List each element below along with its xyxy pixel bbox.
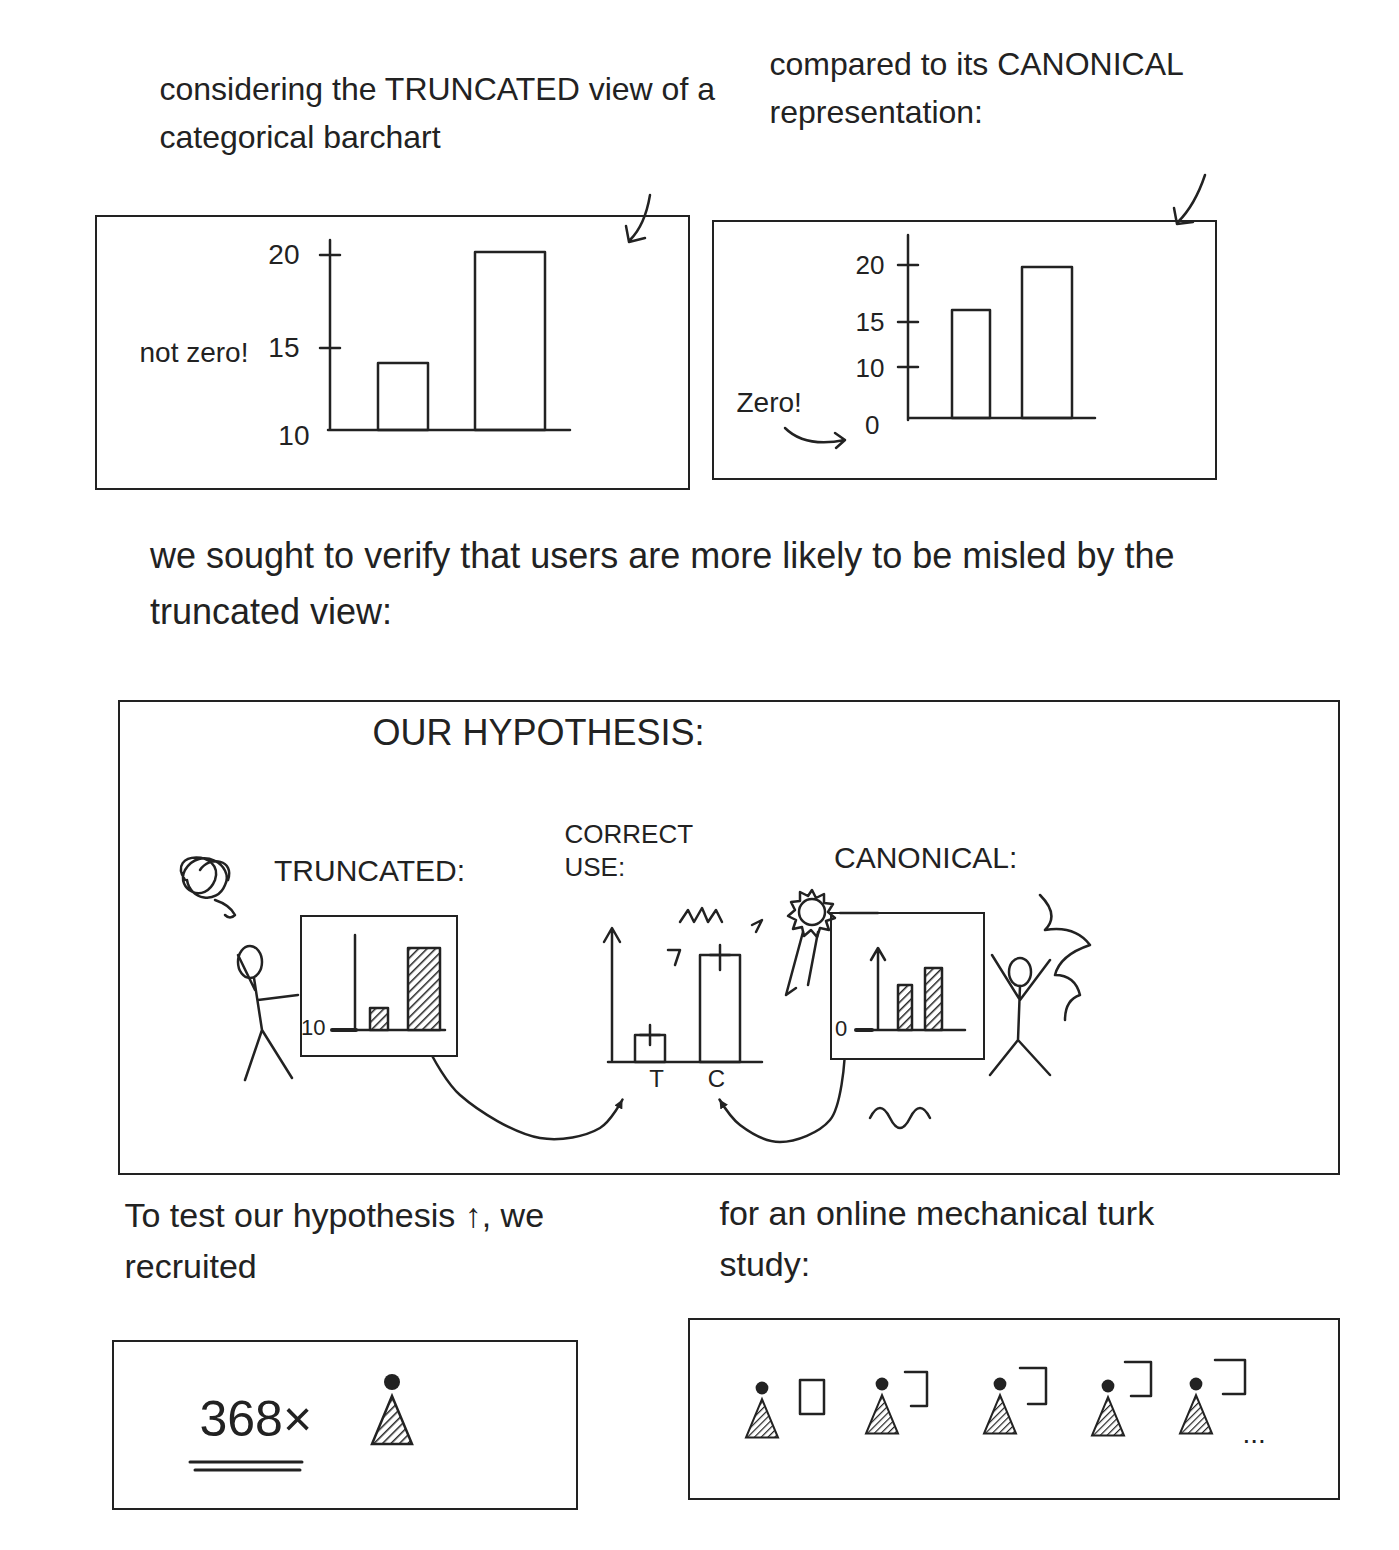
truncated-mini-chart — [408, 948, 440, 1030]
canonical-bar-chart — [785, 428, 845, 448]
mini-chart-box: TRUNCATED:10 — [300, 915, 458, 1057]
winning-user-figure — [788, 890, 835, 937]
winning-user-figure — [1040, 895, 1090, 1020]
truncated-mini-chart — [332, 935, 445, 1030]
winning-user-figure — [1009, 958, 1031, 986]
canonical-bar-chart — [898, 235, 1095, 420]
turk-worker-icons — [746, 1378, 1212, 1438]
turk-screens — [1215, 1360, 1245, 1394]
canonical-bar-chart — [1174, 175, 1205, 224]
category-label: C — [705, 1064, 729, 1094]
correct-use-chart — [668, 950, 680, 965]
participant-count-icon — [190, 1462, 302, 1470]
turk-worker-icons — [984, 1378, 1016, 1434]
mini-chart-box: CANONICAL:0 — [830, 912, 985, 1060]
chart-panel: compared to its CANONICAL representation… — [712, 220, 1217, 480]
participant-icon — [372, 1374, 412, 1444]
axis-tick: 10 — [255, 418, 310, 453]
turk-screens — [1125, 1362, 1151, 1396]
confused-user-figure — [181, 858, 298, 1081]
winning-user-figure — [786, 890, 1090, 1128]
correct-use-chart — [604, 928, 762, 1062]
axis-tick: 10 — [830, 352, 885, 385]
participant-count: 368× — [200, 1388, 380, 1451]
correct-use-chart — [710, 945, 730, 970]
box-heading: To test our hypothesis ↑, we recruited — [125, 1190, 595, 1292]
axis-tick: 10 — [301, 1014, 337, 1042]
panel-heading: considering the TRUNCATED view of a cate… — [160, 65, 720, 161]
turk-worker-icons — [1092, 1380, 1124, 1436]
participant-count-icon — [190, 1462, 302, 1470]
axis-tick: 15 — [245, 330, 300, 365]
body-text: we sought to verify that users are more … — [150, 528, 1190, 640]
axis-tick: 0 — [825, 409, 880, 442]
panel-heading: OUR HYPOTHESIS: — [373, 710, 853, 755]
chart-panel: considering the TRUNCATED view of a cate… — [95, 215, 690, 490]
axis-tick: 0 — [835, 1015, 853, 1043]
winning-user-figure — [799, 899, 825, 925]
axis-tick: 20 — [245, 237, 300, 272]
sketch-illustration — [181, 175, 1245, 1470]
canonical-bar-chart — [785, 175, 1205, 448]
participant-icon — [372, 1374, 412, 1444]
correct-use-chart — [640, 1025, 660, 1045]
truncated-mini-chart — [370, 1008, 388, 1030]
confused-user-figure — [181, 858, 235, 918]
turk-screens — [905, 1372, 927, 1406]
truncated-bar-chart — [378, 363, 428, 430]
truncated-bar-chart — [475, 252, 545, 430]
box-heading: for an online mechanical turk study: — [720, 1188, 1210, 1290]
participants-box: To test our hypothesis ↑, we recruited36… — [112, 1340, 578, 1510]
canonical-bar-chart — [1022, 267, 1072, 418]
turk-worker-icons — [866, 1378, 898, 1434]
panel-heading: compared to its CANONICAL representation… — [770, 40, 1240, 136]
annotation: not zero! — [140, 335, 250, 370]
box-heading: CORRECT USE: — [565, 818, 715, 886]
winning-user-figure — [925, 968, 942, 1030]
canonical-bar-chart — [952, 310, 990, 418]
axis-tick: 20 — [830, 249, 885, 282]
truncated-mini-chart — [332, 1028, 356, 1032]
winning-user-figure — [870, 948, 965, 1030]
box-heading: CANONICAL: — [834, 839, 1094, 877]
curved-arrow — [720, 1060, 845, 1143]
curved-arrow — [433, 1057, 623, 1140]
winning-user-figure — [990, 955, 1050, 1075]
turk-screens — [800, 1360, 1245, 1414]
turk-screens — [1020, 1368, 1046, 1404]
truncated-bar-chart — [626, 195, 650, 242]
winning-user-figure — [870, 1108, 930, 1128]
correct-use-chart — [680, 908, 762, 932]
turk-screens — [800, 1380, 824, 1414]
turk-worker-icons — [746, 1382, 778, 1438]
turk-worker-icons — [1180, 1378, 1212, 1434]
study-box: for an online mechanical turk study:... — [688, 1318, 1340, 1500]
truncated-bar-chart — [320, 240, 570, 430]
ellipsis: ... — [1243, 1416, 1293, 1451]
winning-user-figure — [786, 913, 878, 995]
truncated-bar-chart — [320, 195, 650, 430]
truncated-mini-chart — [340, 935, 445, 1030]
confused-user-figure — [238, 955, 298, 1080]
annotation: Zero! — [737, 385, 832, 420]
result-chart: CORRECT USE:TC — [575, 910, 770, 1100]
winning-user-figure — [898, 985, 912, 1030]
box-heading: TRUNCATED: — [274, 852, 524, 890]
winning-user-figure — [856, 1028, 872, 1032]
axis-tick: 15 — [830, 306, 885, 339]
category-label: T — [645, 1064, 669, 1094]
correct-use-chart — [604, 908, 762, 1062]
hypothesis-panel: OUR HYPOTHESIS:TRUNCATED:10CORRECT USE:T… — [118, 700, 1340, 1175]
